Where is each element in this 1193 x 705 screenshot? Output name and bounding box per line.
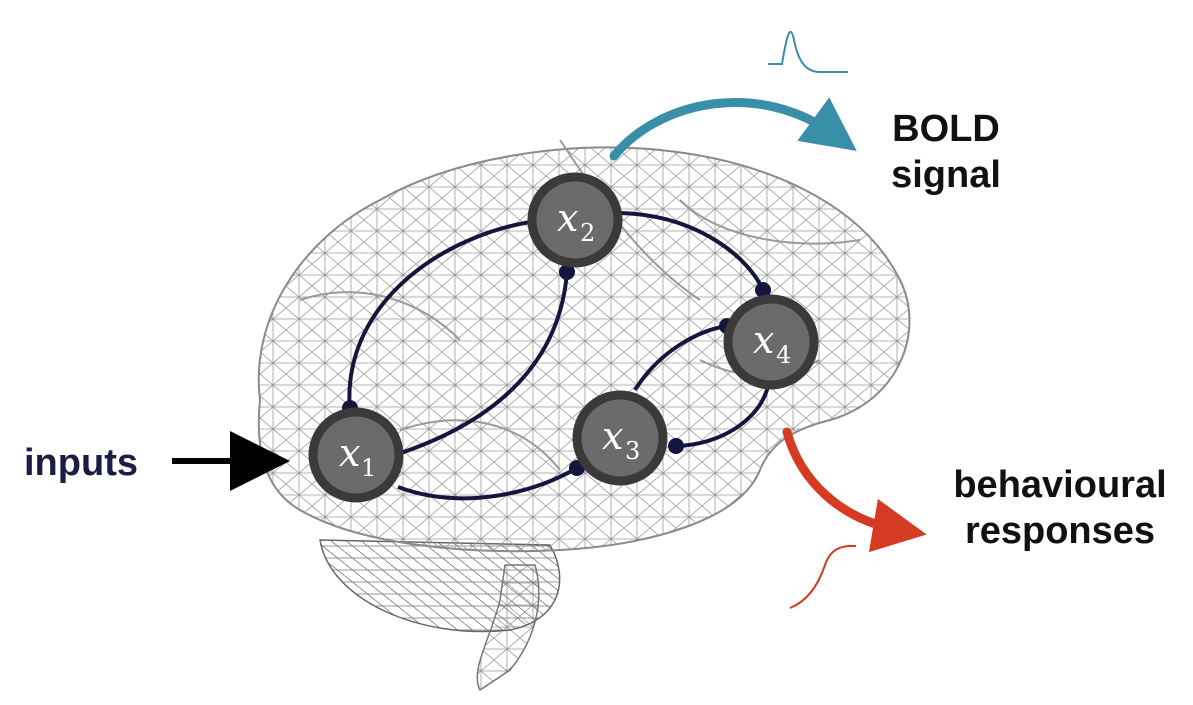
- connection-x4-x3: [675, 385, 770, 448]
- node-x3-subscript: 3: [625, 437, 640, 465]
- bold-label-line1: BOLD: [892, 108, 1000, 150]
- network-connections: [347, 211, 770, 501]
- connection-x3-x4: [633, 324, 728, 392]
- bold-signal-arrow: [609, 97, 857, 161]
- behaviour-response-arrow: [782, 427, 927, 553]
- node-x1: x 1: [308, 407, 404, 503]
- endpoint-dot: [755, 282, 771, 298]
- behav-label-line2: responses: [964, 510, 1156, 552]
- behav-label-line1: behavioural: [953, 464, 1167, 506]
- hrf-curve-icon: [768, 31, 848, 73]
- endpoint-dot: [668, 438, 684, 454]
- connection-x1-x2-lower: [397, 271, 569, 456]
- connection-x1-x3: [397, 466, 578, 501]
- bold-label-line2: signal: [891, 154, 1001, 196]
- connection-x1-x2: [347, 218, 546, 413]
- node-x4: x 4: [723, 294, 819, 390]
- node-x4-variable: x: [753, 318, 774, 362]
- node-x4-subscript: 4: [776, 341, 791, 369]
- connection-x2-x4: [619, 211, 765, 291]
- bold-signal-label: BOLD signal: [866, 106, 1026, 198]
- node-x3: x 3: [572, 390, 668, 486]
- inputs-label: inputs: [24, 442, 138, 484]
- node-x1-subscript: 1: [361, 454, 376, 482]
- node-x2: x 2: [527, 172, 623, 268]
- behavioural-responses-label: behavioural responses: [930, 462, 1190, 554]
- node-x3-variable: x: [602, 414, 623, 458]
- endpoint-dot: [559, 264, 575, 280]
- brain-mesh-illustration: [257, 139, 911, 692]
- node-x1-variable: x: [339, 431, 360, 475]
- node-x2-variable: x: [557, 196, 578, 240]
- node-x2-subscript: 2: [580, 219, 595, 247]
- sigmoid-response-icon: [789, 544, 857, 609]
